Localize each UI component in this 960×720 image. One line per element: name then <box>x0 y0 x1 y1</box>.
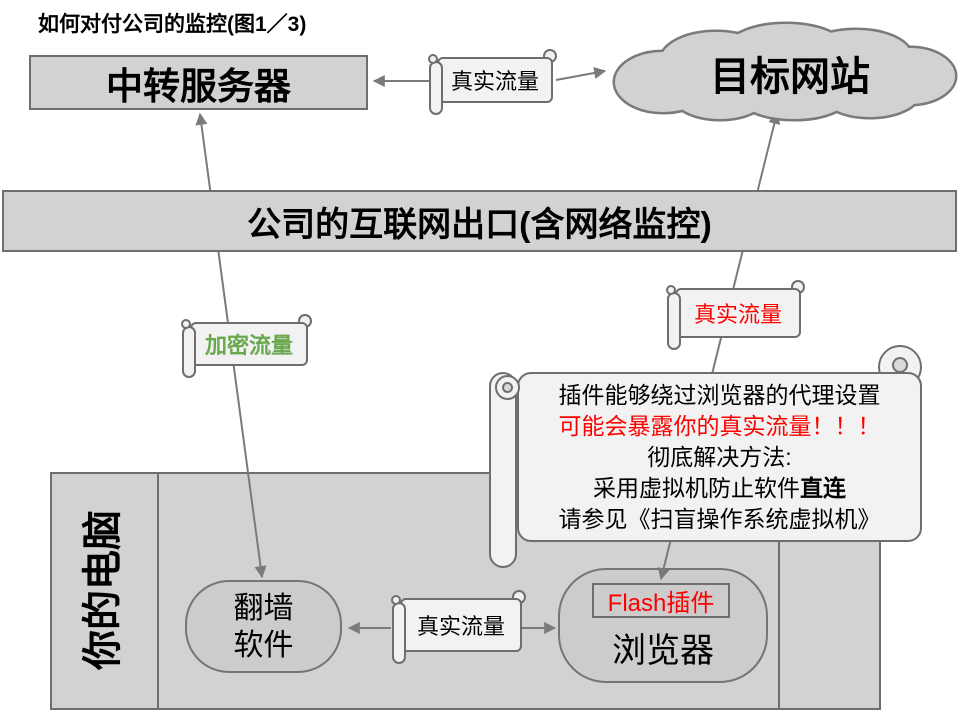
flow-label-encrypted: 加密流量 <box>190 322 308 366</box>
circumvention-tool-box: 翻墙 软件 <box>185 580 342 673</box>
browser-box: Flash插件 浏览器 <box>558 568 768 683</box>
company-gateway-box: 公司的互联网出口(含网络监控) <box>2 190 957 252</box>
scroll-roll-icon <box>392 602 406 664</box>
scroll-curl-icon <box>428 54 438 64</box>
flash-plugin-box: Flash插件 <box>592 583 730 618</box>
note-body: 插件能够绕过浏览器的代理设置 可能会暴露你的真实流量！！！ 彻底解决方法: 采用… <box>517 372 922 542</box>
note-line-4-bold: 直连 <box>800 474 846 501</box>
target-site-cloud <box>612 21 958 122</box>
note-line-1: 插件能够绕过浏览器的代理设置 <box>558 381 881 408</box>
flow-banner-real-traffic-top: 真实流量 <box>428 49 557 115</box>
browser-label: 浏览器 <box>612 632 714 670</box>
scroll-roll-icon <box>489 372 517 568</box>
note-line-3: 彻底解决方法: <box>647 443 792 470</box>
relay-server-box: 中转服务器 <box>29 55 368 110</box>
flow-banner-encrypted-traffic: 加密流量 <box>181 314 312 378</box>
scroll-curl-icon <box>181 319 191 329</box>
flow-label-right: 真实流量 <box>675 288 801 338</box>
scroll-roll-icon <box>429 61 443 115</box>
flow-banner-real-traffic-right: 真实流量 <box>666 280 805 350</box>
page-title: 如何对付公司的监控(图1／3) <box>38 13 307 36</box>
note-line-4: 采用虚拟机防止软件直连 <box>593 473 846 504</box>
note-line-4-prefix: 采用虚拟机防止软件 <box>593 474 800 501</box>
arrow-real-traffic-to-target <box>555 67 607 81</box>
scroll-roll-icon <box>182 326 196 378</box>
your-computer-right-divider <box>778 474 780 708</box>
your-computer-left-divider <box>157 474 159 708</box>
note-line-2: 可能会暴露你的真实流量！！！ <box>558 412 881 439</box>
note-line-5: 请参见《扫盲操作系统虚拟机》 <box>558 505 881 532</box>
note-scroll: 插件能够绕过浏览器的代理设置 可能会暴露你的真实流量！！！ 彻底解决方法: 采用… <box>489 345 926 570</box>
scroll-roll-icon <box>667 292 681 350</box>
flow-label-top: 真实流量 <box>437 57 553 103</box>
cloud-fill <box>615 24 955 119</box>
scroll-curl-hole-icon <box>892 357 908 373</box>
flow-banner-real-traffic-bottom: 真实流量 <box>391 590 526 664</box>
flow-label-bottom: 真实流量 <box>400 598 522 652</box>
scroll-curl-hole-icon <box>502 382 513 393</box>
scroll-curl-icon <box>666 285 676 295</box>
scroll-curl-icon <box>391 595 401 605</box>
target-site-label: 目标网站 <box>710 55 870 99</box>
